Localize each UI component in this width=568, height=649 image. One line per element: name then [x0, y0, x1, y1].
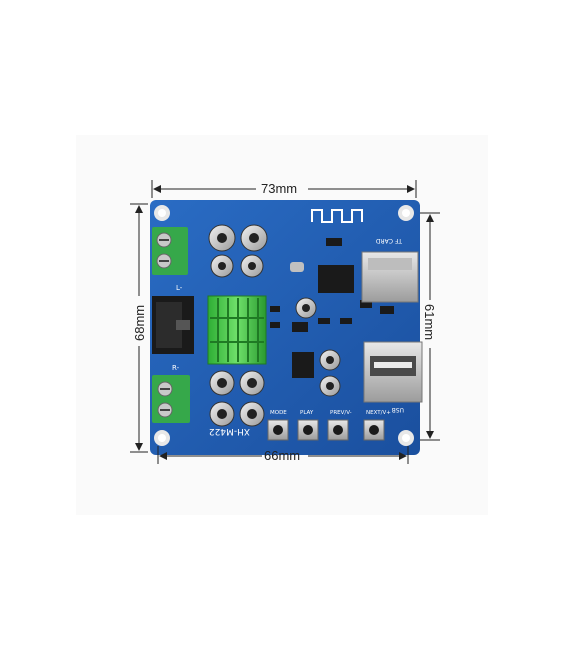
usb-label: USB [392, 406, 404, 413]
button-label-3: NEXT/V+ [366, 410, 391, 416]
power-terminal-block [152, 227, 188, 275]
speaker-terminal-block [152, 375, 190, 423]
left-height-text: 68mm [132, 305, 147, 341]
model-label: XH-M422 [209, 426, 250, 436]
button-label-1: PLAY [300, 410, 314, 416]
tf-card-slot [361, 251, 419, 303]
tactile-button-cap-3[interactable] [369, 425, 379, 435]
usb-port [363, 341, 423, 403]
right-height-text: 61mm [422, 304, 437, 340]
capacitors [208, 224, 341, 427]
dimension-top: 73mm [151, 180, 417, 198]
button-row: MODE PLAY PREV/V- NEXT/V+ [267, 410, 391, 441]
button-label-0: MODE [270, 410, 287, 416]
dimension-bottom: 66mm [157, 446, 409, 464]
dimension-right: 61mm [420, 212, 440, 441]
bluetooth-antenna [311, 209, 363, 223]
tactile-button-cap-2[interactable] [333, 425, 343, 435]
button-label-2: PREV/V- [330, 410, 352, 416]
left-channel-label: L- [176, 284, 183, 292]
heatsink [207, 295, 267, 365]
tactile-button-cap-1[interactable] [303, 425, 313, 435]
tf-card-label: TF CARD [376, 237, 403, 244]
dc-jack [152, 296, 194, 354]
mounting-holes [154, 205, 414, 446]
chips [270, 238, 394, 378]
top-width-text: 73mm [261, 181, 297, 196]
tactile-button-cap-0[interactable] [273, 425, 283, 435]
dimension-left: 68mm [130, 203, 148, 453]
bottom-width-text: 66mm [264, 448, 300, 463]
right-channel-label: R- [172, 364, 180, 372]
